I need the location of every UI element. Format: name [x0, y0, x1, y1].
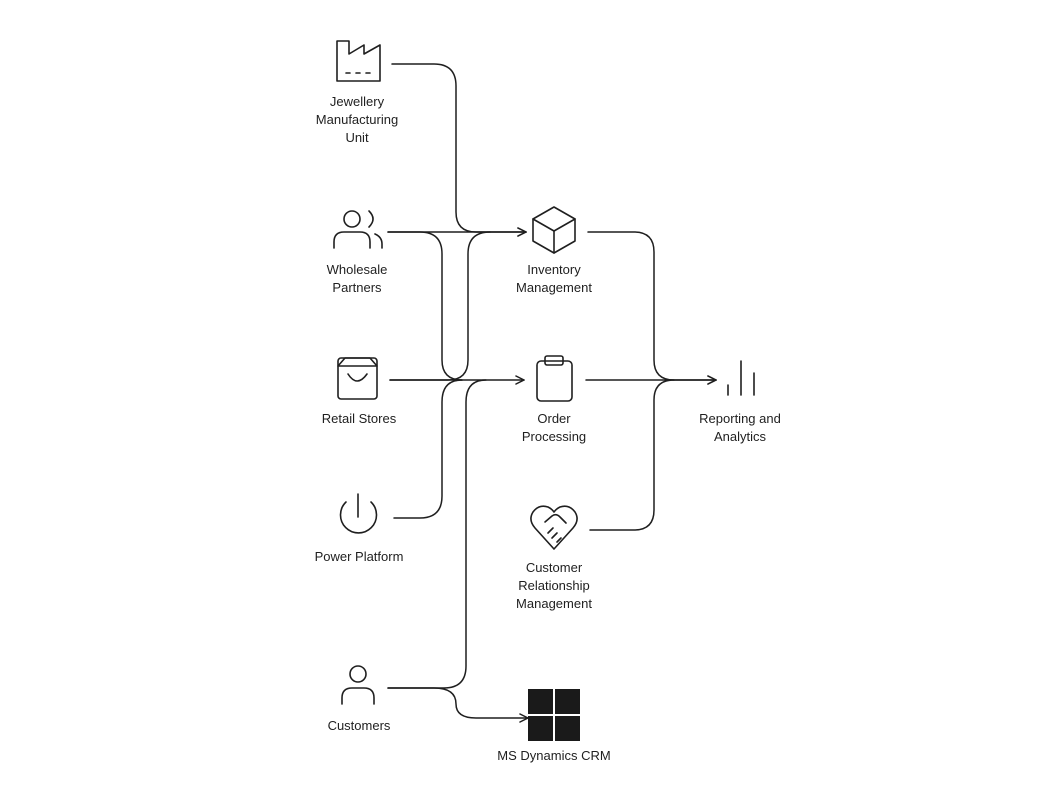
edge-retail-inventory [389, 231, 491, 381]
power-icon [339, 493, 378, 534]
label-customers: Customers [327, 718, 391, 733]
shopping-bag-icon [337, 357, 378, 400]
edge-customers-msdynamics [387, 687, 529, 723]
edge-manufacturing-inventory [391, 63, 527, 237]
user-icon [341, 665, 375, 705]
label-power: Power Platform [314, 549, 404, 564]
edge-inventory-reporting [587, 231, 717, 385]
label-order: Order Processing [521, 411, 587, 444]
handshake-heart-icon [530, 505, 578, 550]
label-msdynamics: MS Dynamics CRM [497, 748, 611, 763]
label-inventory: Inventory Management [516, 262, 592, 295]
clipboard-icon [536, 355, 573, 402]
factory-icon [336, 40, 381, 82]
label-crm: Customer Relationship Management [516, 560, 592, 611]
edge-crm-reporting [589, 379, 675, 531]
label-wholesale: Wholesale Partners [326, 262, 388, 295]
label-retail: Retail Stores [321, 411, 397, 426]
label-reporting: Reporting and Analytics [699, 411, 781, 444]
cube-icon [532, 206, 576, 254]
users-icon [333, 210, 383, 249]
label-manufacturing: Jewellery Manufacturing Unit [315, 94, 399, 145]
ms-windows-icon [528, 689, 580, 741]
edge-wholesale-order [387, 231, 463, 381]
bar-chart-icon [727, 360, 755, 396]
edge-power-order [393, 379, 463, 519]
edge-customers-order [387, 379, 487, 689]
